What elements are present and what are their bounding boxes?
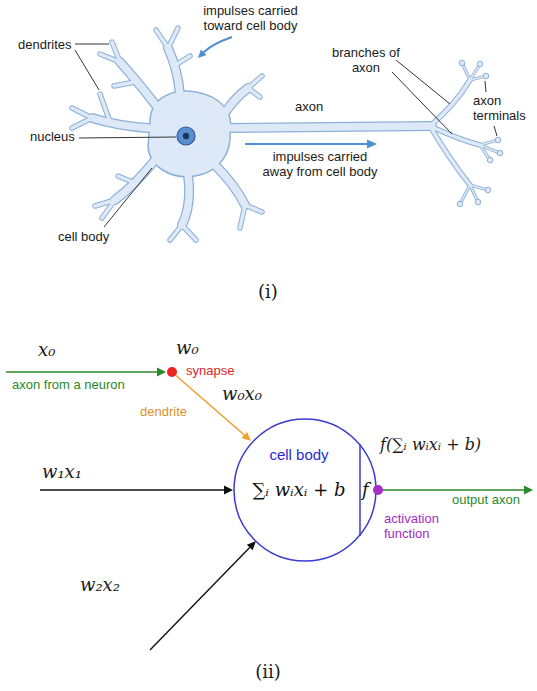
terminal-bulb <box>487 157 493 163</box>
label-anchor: dendrites <box>18 38 71 53</box>
leader-line <box>75 50 99 90</box>
part-label: synapse <box>186 364 234 379</box>
leader-lines <box>75 44 497 227</box>
label-anchor: impulses carried toward cell body <box>188 4 313 34</box>
label-anchor: impulses carried away from cell body <box>258 150 382 180</box>
label-anchor: f(∑ᵢ wᵢxᵢ + b) <box>380 436 481 454</box>
node-text-anchor: cell body <box>269 446 328 463</box>
terminal-bulb <box>457 201 463 207</box>
label-anchor: (ii) <box>238 662 298 683</box>
arrowhead <box>198 50 207 59</box>
cell-body-circle <box>234 419 376 561</box>
part-label: axon from a neuron <box>12 378 125 393</box>
terminal-bulb <box>477 61 483 67</box>
nucleus <box>177 127 195 145</box>
terminal-bulb <box>483 73 489 79</box>
part-label: activation function <box>384 512 464 542</box>
leader-line <box>485 81 486 92</box>
label-anchor: nucleus <box>30 130 75 145</box>
activation-divider <box>359 444 361 536</box>
node-formula: ∑ᵢ wᵢxᵢ + b <box>252 480 345 501</box>
leader-line <box>79 137 176 138</box>
label-anchor: axon <box>295 100 323 115</box>
input-axon-line <box>6 371 158 373</box>
leader-line <box>75 44 109 45</box>
neuron-branches-fill <box>72 28 480 240</box>
part-label: impulses carried away from cell body <box>258 150 382 180</box>
label-anchor: synapse <box>186 364 234 379</box>
label-anchor: x₀ <box>38 340 55 361</box>
arrowhead <box>157 368 166 377</box>
neuron-branches <box>72 28 480 240</box>
part-label: cell body <box>58 230 109 245</box>
arrowhead <box>242 432 251 441</box>
part-label: axon terminals <box>473 94 533 124</box>
terminal-bulb <box>459 60 465 66</box>
label-anchor: axon from a neuron <box>12 378 125 393</box>
part-label: impulses carried toward cell body <box>188 4 313 34</box>
math-label: f(∑ᵢ wᵢxᵢ + b) <box>380 436 481 454</box>
label-anchor: w₂x₂ <box>80 575 120 596</box>
output-axon-line <box>382 489 524 491</box>
neuron-circle: cell body ∑ᵢ wᵢxᵢ + b f <box>233 418 377 562</box>
leader-line <box>494 126 497 136</box>
arrowhead <box>524 486 533 495</box>
math-label: w₂x₂ <box>80 575 120 596</box>
figure-number: (i) <box>238 282 298 303</box>
part-label: axon <box>295 100 323 115</box>
nucleolus <box>183 133 189 139</box>
math-label: w₀ <box>176 338 199 359</box>
part-label: nucleus <box>30 130 75 145</box>
arrowhead <box>247 541 256 550</box>
part-label: output axon <box>452 493 520 508</box>
label-anchor: dendrite <box>140 405 187 420</box>
label-anchor: w₀ <box>176 338 199 359</box>
synapse-dot <box>167 367 177 377</box>
label-anchor: cell body <box>58 230 109 245</box>
activation-dot <box>373 485 383 495</box>
impulse-arrow-in <box>204 37 232 52</box>
node-function: f <box>362 480 369 501</box>
label-anchor: w₀x₀ <box>222 384 262 405</box>
impulse-arrow-out <box>245 143 368 145</box>
math-label: w₁x₁ <box>42 462 82 483</box>
terminal-bulb <box>475 199 481 205</box>
part-label: dendrite <box>140 405 187 420</box>
leader-line <box>392 72 452 134</box>
arrowhead <box>367 140 377 149</box>
tube-outlines <box>72 28 500 240</box>
label-anchor: activation function <box>384 512 464 542</box>
terminal-bulb <box>497 150 503 156</box>
leader-line <box>104 168 152 227</box>
terminal-bulb <box>495 137 501 143</box>
tube-fills <box>72 28 500 240</box>
label-anchor: output axon <box>452 493 520 508</box>
part-label: dendrites <box>18 38 71 53</box>
terminal-twigs-fill <box>460 63 500 204</box>
math-label: w₀x₀ <box>222 384 262 405</box>
leader-line <box>396 60 450 104</box>
node-text-anchor: ∑ᵢ wᵢxᵢ + b <box>252 480 345 501</box>
figure-number: (ii) <box>238 662 298 683</box>
label-anchor: axon terminals <box>473 94 533 124</box>
terminal-bulb <box>485 187 491 193</box>
arrowhead <box>224 486 233 495</box>
label-anchor: w₁x₁ <box>42 462 82 483</box>
label-anchor: branches of axon <box>330 46 402 76</box>
input-line <box>150 548 250 651</box>
label-anchor: (i) <box>238 282 298 303</box>
node-heading: cell body <box>269 446 328 463</box>
input-line <box>40 489 224 490</box>
math-label: x₀ <box>38 340 55 361</box>
node-text-anchor: f <box>362 480 369 501</box>
terminal-bulbs <box>457 60 503 207</box>
part-label: branches of axon <box>330 46 402 76</box>
